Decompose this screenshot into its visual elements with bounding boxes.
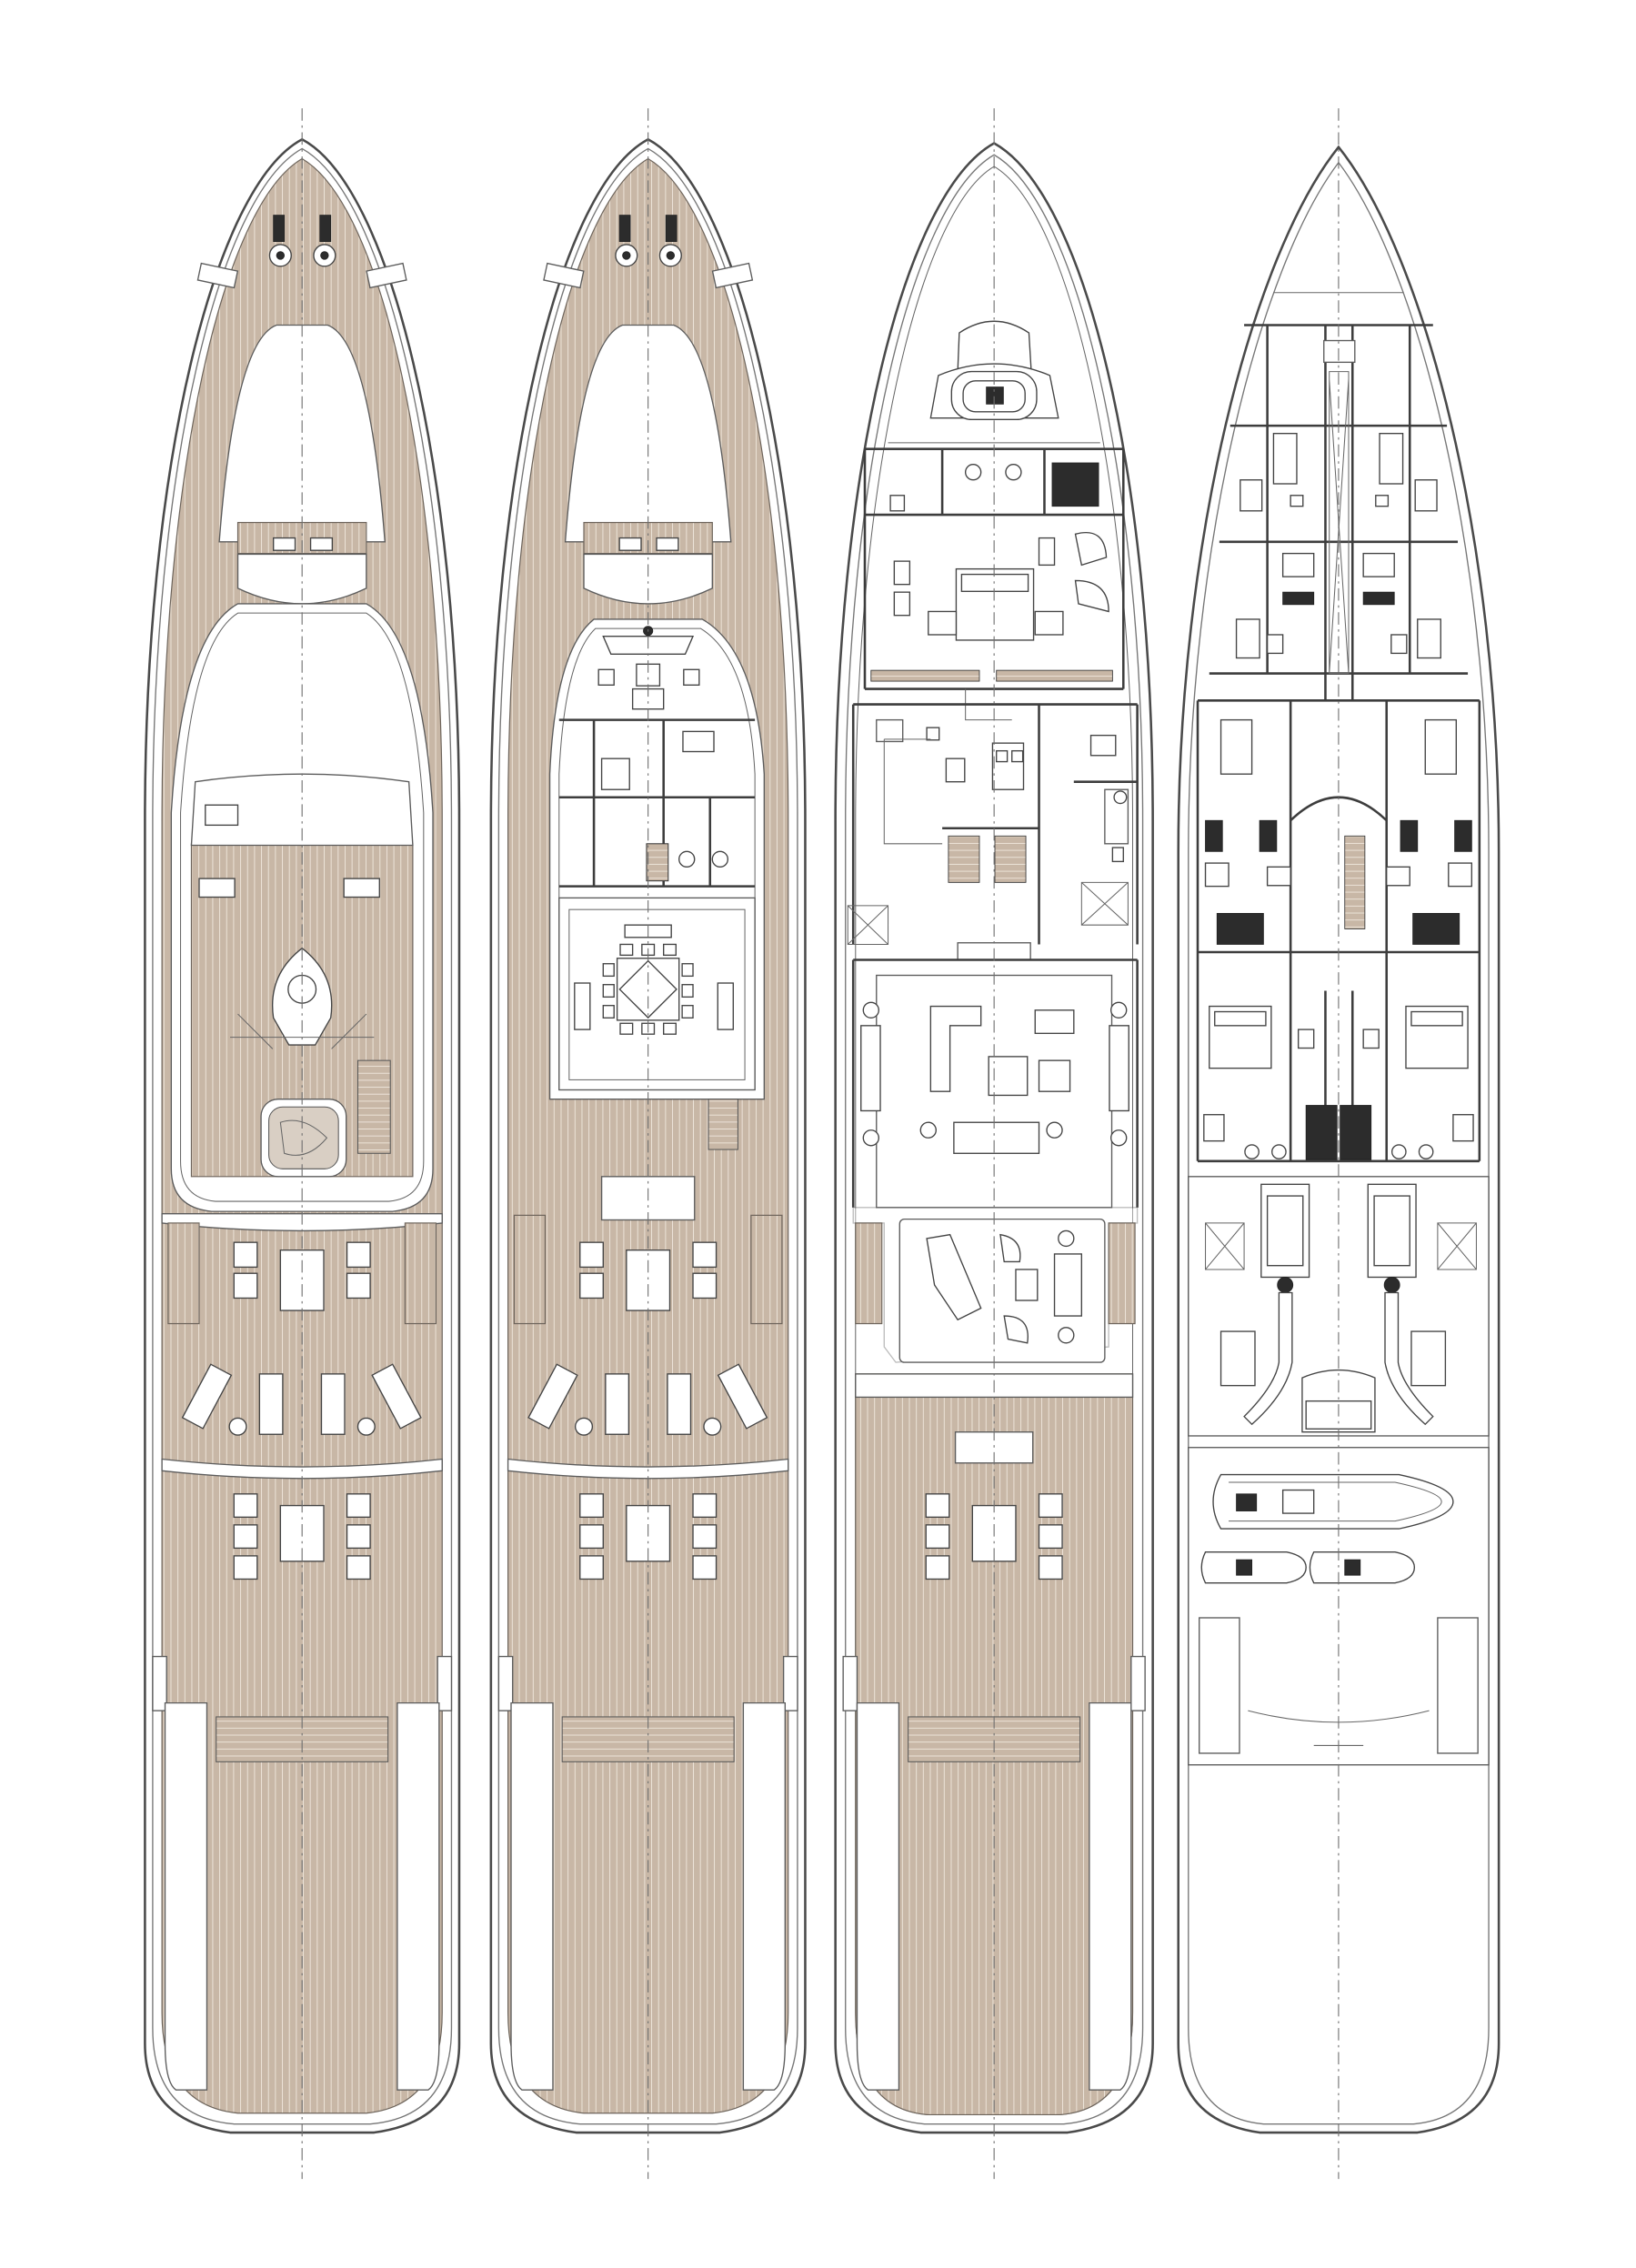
tender-boat-icon	[1212, 1473, 1454, 1530]
bow-windlass-icon	[268, 215, 336, 267]
stair-icon	[994, 835, 1027, 883]
centerlines	[301, 108, 1340, 2180]
sun-deck-forward-pad	[218, 324, 386, 543]
dining-table-icon	[233, 1241, 371, 1311]
generator-icon	[1219, 1330, 1256, 1387]
stair-icon	[646, 843, 669, 882]
stair-icon	[356, 1059, 391, 1154]
stair-icon	[708, 1099, 738, 1150]
sun-deck-plan	[144, 137, 461, 2134]
stair-icon	[1344, 835, 1366, 929]
vip-cabin-beds-icon	[1203, 1005, 1474, 1160]
bow-windlass-icon	[615, 215, 682, 267]
sun-lounger-icon	[527, 1363, 768, 1436]
saloon-sofa-icon	[929, 1005, 1075, 1154]
bridge-deck-plan	[489, 137, 807, 2134]
radar-console-icon	[205, 804, 239, 827]
jet-ski-icon	[1200, 1550, 1416, 1584]
stair-icon	[1051, 462, 1099, 507]
owner-bed-icon	[928, 567, 1064, 641]
swim-platform-steps	[908, 1716, 1081, 1762]
crew-cabins-icon	[1235, 432, 1441, 659]
guest-cabin-beds-icon	[1204, 718, 1473, 945]
dining-table-icon	[602, 943, 694, 1035]
sun-lounger-icon	[181, 1363, 422, 1436]
generator-icon	[1410, 1330, 1447, 1387]
lower-deck-plan	[1177, 145, 1501, 2134]
dining-table-icon	[579, 1241, 718, 1311]
main-deck-plan	[834, 142, 1154, 2134]
engine-icon	[1243, 1183, 1434, 1426]
jacuzzi-icon	[260, 1099, 347, 1178]
stair-icon	[948, 835, 980, 883]
